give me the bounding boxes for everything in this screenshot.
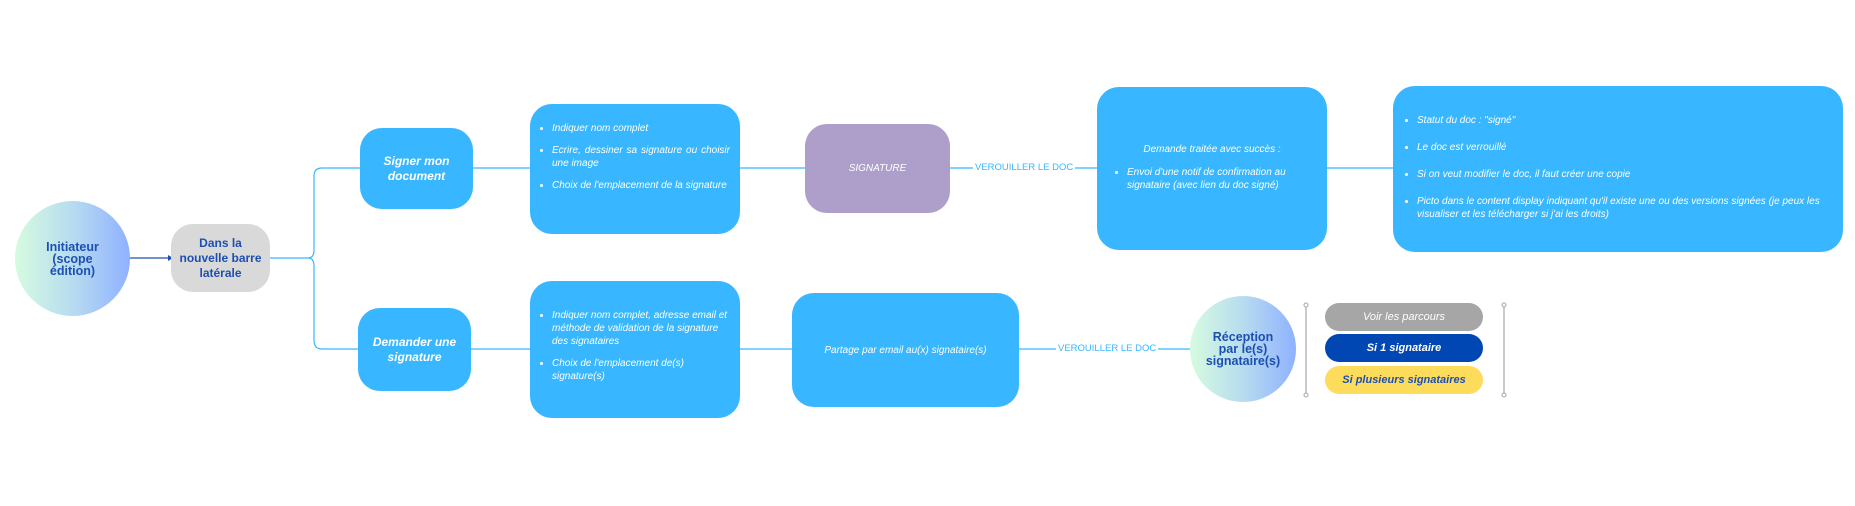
signer-document-node: Signer mon document bbox=[360, 128, 473, 209]
partage-email-node: Partage par email au(x) signataire(s) bbox=[792, 293, 1019, 407]
signer-document-label: Signer mon document bbox=[383, 153, 450, 183]
verrouiller-doc-label-bottom: VEROUILLER LE DOC bbox=[1056, 343, 1159, 354]
list-item: Le doc est verrouillé bbox=[1417, 141, 1825, 154]
voir-parcours-label: Voir les parcours bbox=[1362, 311, 1446, 323]
initiateur-node: Initiateur (scope édition) bbox=[15, 201, 130, 316]
demande-traitee-node: Demande traitée avec succès : Envoi d'un… bbox=[1097, 87, 1327, 250]
demander-signature-node: Demander une signature bbox=[358, 308, 471, 391]
un-signataire-pill: Si 1 signataire bbox=[1325, 334, 1483, 362]
confirmation-list: Envoi d'une notif de confirmation au sig… bbox=[1115, 166, 1309, 192]
demander-details-box: Indiquer nom complet, adresse email et m… bbox=[530, 281, 740, 418]
reception-label: Réception par le(s) signataire(s) bbox=[1205, 330, 1281, 368]
barre-laterale-node: Dans la nouvelle barre latérale bbox=[171, 224, 270, 292]
initiateur-label: Initiateur (scope édition) bbox=[46, 239, 99, 278]
list-item: Choix de l'emplacement de la signature bbox=[552, 179, 730, 192]
list-item: Indiquer nom complet, adresse email et m… bbox=[552, 309, 730, 348]
partage-email-label: Partage par email au(x) signataire(s) bbox=[824, 344, 987, 356]
demander-signature-label: Demander une signature bbox=[372, 334, 457, 364]
voir-parcours-pill: Voir les parcours bbox=[1325, 303, 1483, 331]
demander-details-list: Indiquer nom complet, adresse email et m… bbox=[540, 309, 730, 383]
signer-details-box: Indiquer nom complet Ecrire, dessiner sa… bbox=[530, 104, 740, 234]
signature-label: SIGNATURE bbox=[848, 163, 907, 174]
list-item: Picto dans le content display indiquant … bbox=[1417, 195, 1825, 221]
plusieurs-signataires-pill: Si plusieurs signataires bbox=[1325, 366, 1483, 394]
un-signataire-label: Si 1 signataire bbox=[1366, 342, 1442, 354]
plusieurs-signataires-label: Si plusieurs signataires bbox=[1342, 374, 1466, 386]
barre-laterale-label: Dans la nouvelle barre latérale bbox=[179, 235, 262, 280]
list-item: Indiquer nom complet bbox=[552, 122, 730, 135]
signature-node: SIGNATURE bbox=[805, 124, 950, 213]
reception-node: Réception par le(s) signataire(s) bbox=[1190, 296, 1296, 402]
list-item: Statut du doc : "signé" bbox=[1417, 114, 1825, 127]
list-item: Si on veut modifier le doc, il faut crée… bbox=[1417, 168, 1825, 181]
list-item: Envoi d'une notif de confirmation au sig… bbox=[1127, 166, 1309, 192]
statut-doc-box: Statut du doc : "signé" Le doc est verro… bbox=[1393, 86, 1843, 252]
list-item: Ecrire, dessiner sa signature ou choisir… bbox=[552, 144, 730, 170]
list-item: Choix de l'emplacement de(s) signature(s… bbox=[552, 357, 730, 383]
verrouiller-doc-label-top: VEROUILLER LE DOC bbox=[973, 162, 1076, 173]
statut-doc-list: Statut du doc : "signé" Le doc est verro… bbox=[1405, 114, 1825, 221]
demande-traitee-title: Demande traitée avec succès : bbox=[1143, 144, 1281, 155]
signer-details-list: Indiquer nom complet Ecrire, dessiner sa… bbox=[540, 122, 730, 192]
